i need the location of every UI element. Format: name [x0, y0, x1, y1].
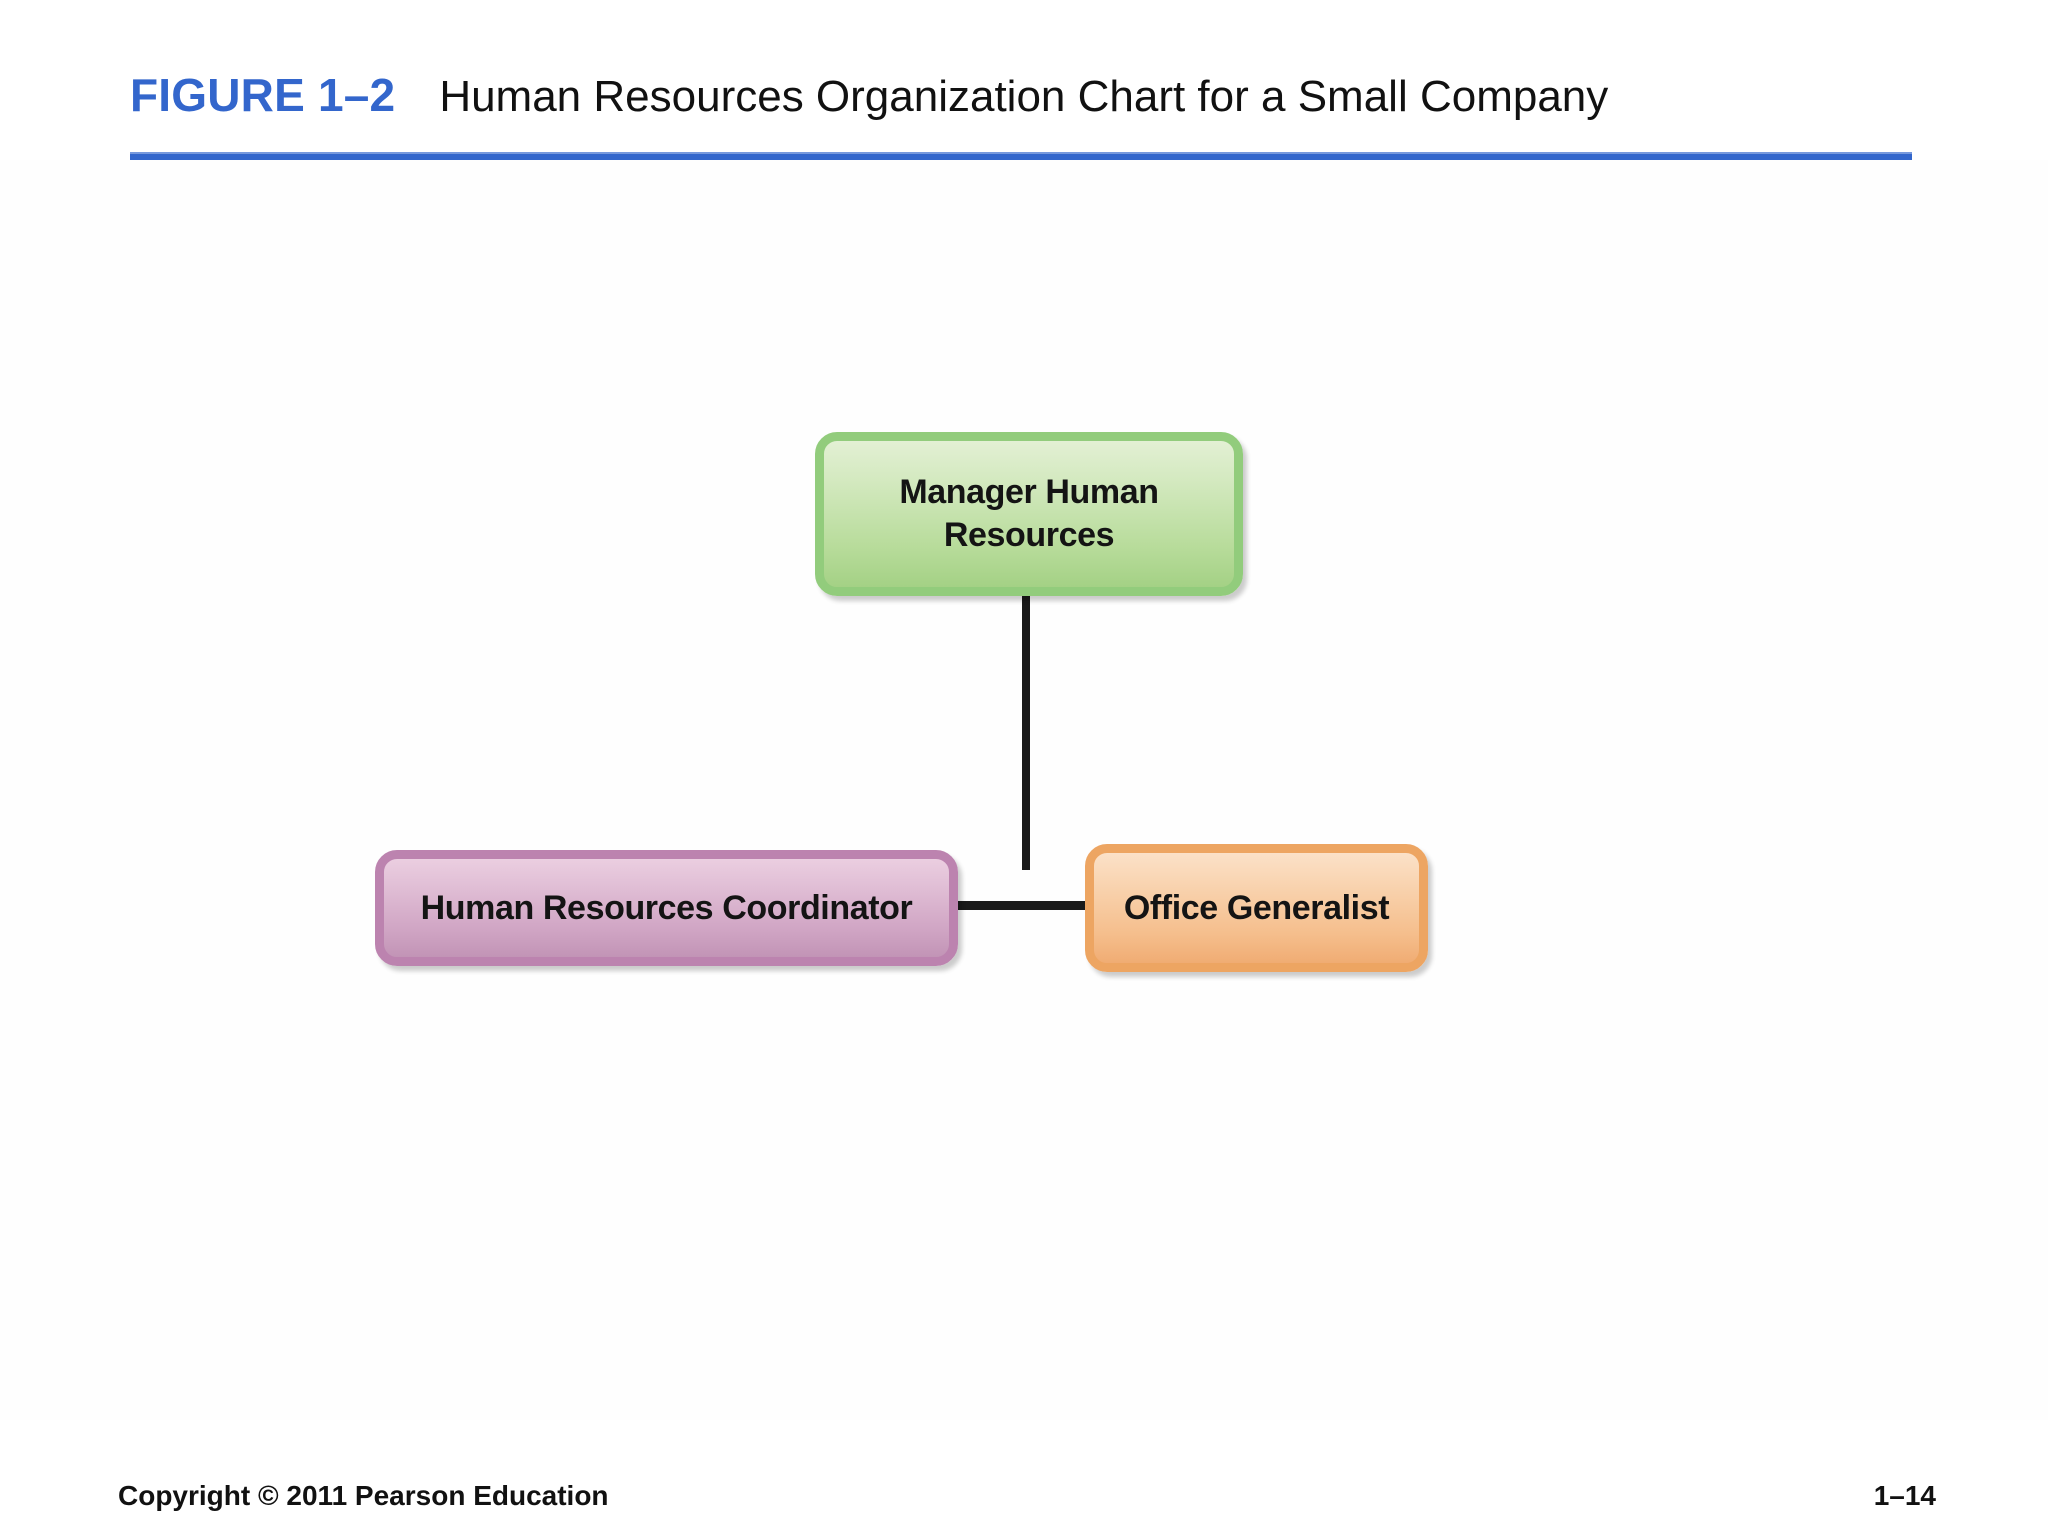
- page-title: Human Resources Organization Chart for a…: [439, 72, 1609, 121]
- page-number: 1–14: [1873, 1480, 1936, 1511]
- org-node-label-line2: Resources: [943, 516, 1115, 554]
- org-node-manager-human-resources[interactable]: Manager Human Resources: [815, 432, 1243, 596]
- copyright-notice: Copyright © 2011 Pearson Education: [118, 1480, 609, 1511]
- org-node-label: Human Resources Coordinator: [420, 888, 913, 927]
- figure-header: FIGURE 1–2 Human Resources Organization …: [130, 68, 1912, 163]
- slide-footer: Copyright © 2011 Pearson Education 1–14: [0, 1480, 2048, 1536]
- org-node-label: Office Generalist: [1123, 888, 1390, 927]
- org-node-label: Manager Human Resources: [881, 471, 1176, 557]
- figure-number-label: FIGURE 1–2: [130, 69, 396, 121]
- figure-title-row: FIGURE 1–2 Human Resources Organization …: [130, 68, 1912, 140]
- org-node-human-resources-coordinator[interactable]: Human Resources Coordinator: [375, 850, 958, 966]
- connector-vertical-line: [1022, 596, 1030, 870]
- org-node-label-line1: Manager Human: [899, 473, 1159, 512]
- connector-horizontal-line: [952, 901, 1092, 910]
- org-chart-canvas: Manager Human Resources Human Resources …: [0, 160, 2048, 1420]
- header-divider-rule: [130, 152, 1912, 163]
- org-node-office-generalist[interactable]: Office Generalist: [1085, 844, 1428, 972]
